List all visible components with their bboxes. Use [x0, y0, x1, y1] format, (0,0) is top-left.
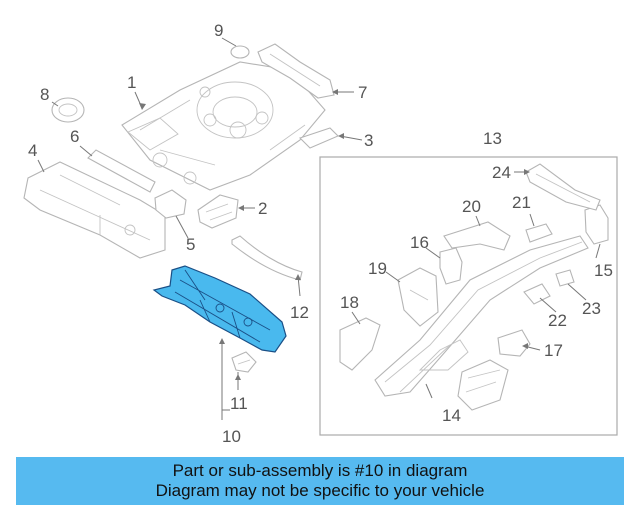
rear-side-rail-4 [23, 161, 166, 259]
rail-24 [525, 163, 601, 211]
callout-10: 10 [222, 427, 241, 446]
callout-8: 8 [40, 85, 49, 104]
highlighted-part-10 [152, 265, 287, 373]
leader-lines [37, 37, 601, 420]
callout-7: 7 [358, 83, 367, 102]
callout-9: 9 [214, 21, 223, 40]
bracket-2 [197, 194, 239, 229]
callout-20: 20 [462, 197, 481, 216]
leader-arrowheads [139, 89, 530, 380]
callout-6: 6 [70, 127, 79, 146]
plug-9 [230, 45, 250, 59]
callout-11: 11 [230, 394, 248, 413]
bracket-15 [584, 204, 609, 245]
crossmember-6 [87, 149, 156, 193]
callout-22: 22 [548, 311, 567, 330]
bracket-17 [497, 329, 531, 357]
callout-5: 5 [186, 235, 195, 254]
rear-floor-pan [121, 61, 326, 191]
callout-1: 1 [127, 73, 136, 92]
bracket-21 [525, 223, 553, 243]
panel-20 [443, 221, 511, 251]
callout-4: 4 [28, 141, 37, 160]
plug-8 [51, 97, 85, 123]
bracket-5 [154, 189, 187, 219]
bracket-23 [555, 269, 575, 287]
callout-2: 2 [258, 199, 267, 218]
callout-13: 13 [483, 129, 502, 148]
callout-18: 18 [340, 293, 359, 312]
panel-7 [257, 43, 335, 99]
banner-line-disclaimer: Diagram may not be specific to your vehi… [155, 481, 485, 500]
extension-18 [339, 317, 381, 371]
banner-line-part-number: Part or sub-assembly is #10 in diagram [172, 461, 468, 480]
reinforcement-12 [231, 235, 303, 281]
callout-12: 12 [290, 303, 309, 322]
callout-23: 23 [582, 299, 601, 318]
bracket-16 [439, 247, 463, 285]
callout-3: 3 [364, 131, 373, 150]
callout-24: 24 [492, 163, 511, 182]
subassembly-frame [319, 156, 618, 436]
bracket-22 [523, 283, 551, 305]
callout-16: 16 [410, 233, 429, 252]
rear-side-member-14 [374, 235, 589, 397]
callout-21: 21 [512, 193, 531, 212]
housing-14b [457, 359, 509, 411]
bracket-19 [397, 267, 439, 327]
callout-17: 17 [544, 341, 563, 360]
info-banner: Part or sub-assembly is #10 in diagram D… [16, 457, 624, 505]
callout-19: 19 [368, 259, 387, 278]
callout-14: 14 [442, 406, 461, 425]
callout-15: 15 [594, 261, 613, 280]
